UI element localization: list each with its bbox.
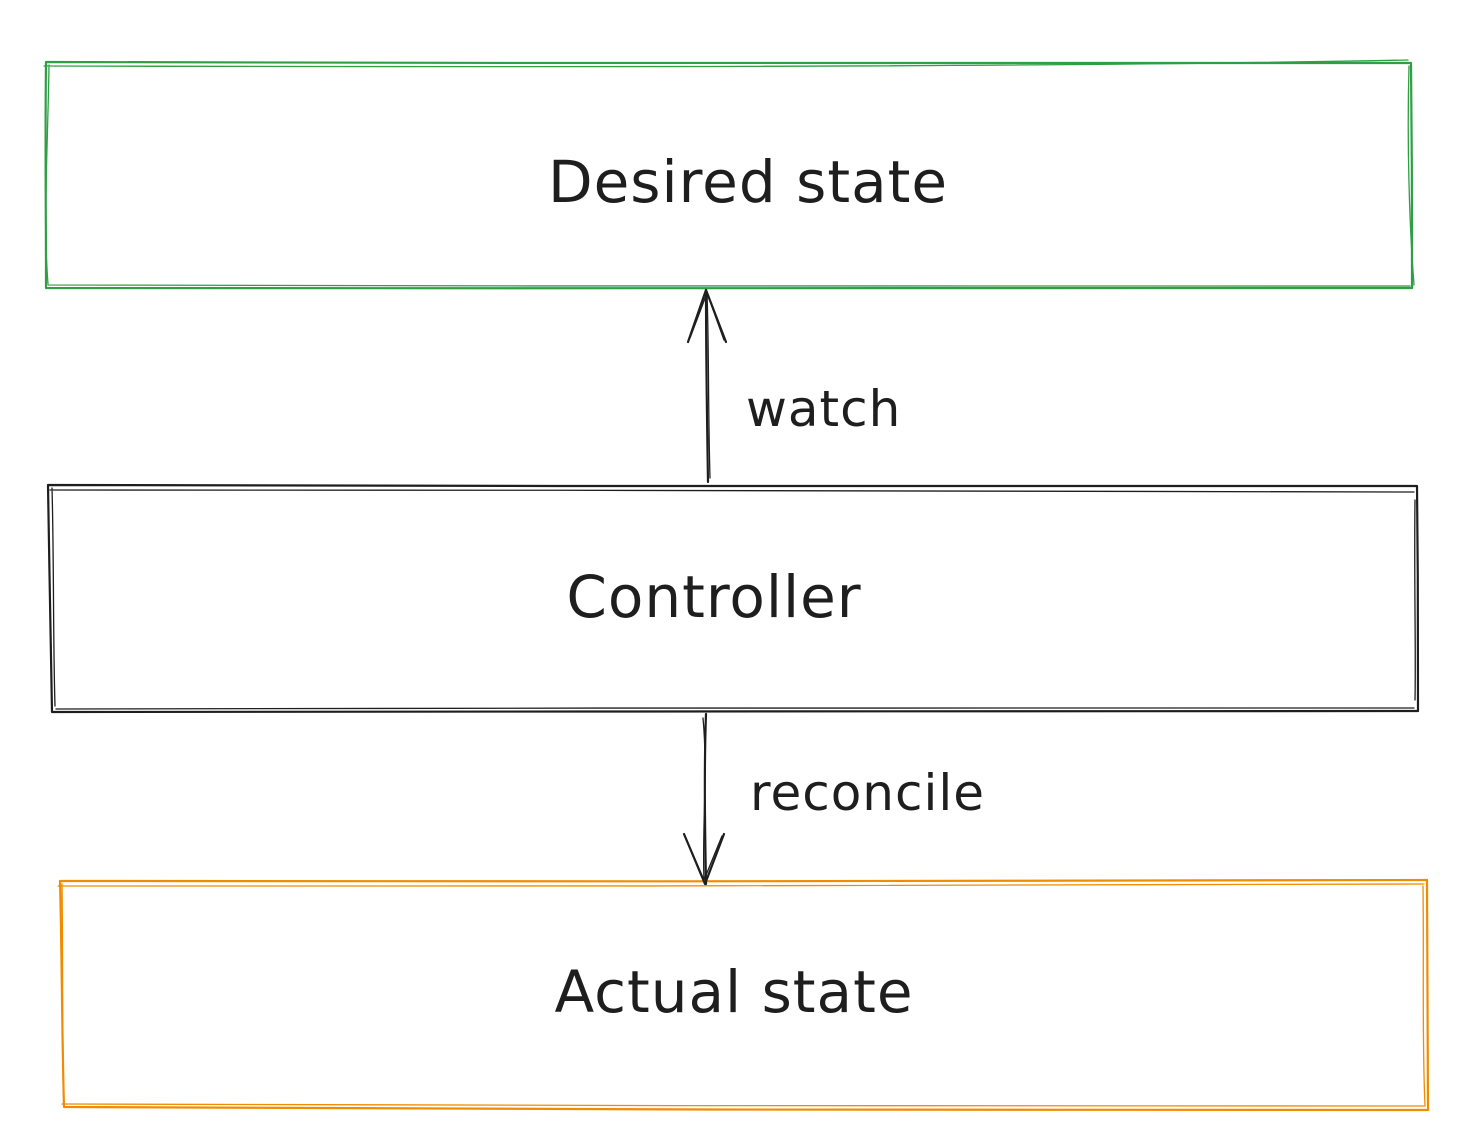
reconcile-arrowhead-sketch: [685, 835, 723, 881]
watch-arrowhead-sketch: [689, 292, 725, 341]
controller-box[interactable]: Controller: [46, 483, 1420, 714]
controller-border-sketch: [49, 487, 1416, 710]
reconcile-arrow[interactable]: reconcile: [682, 712, 985, 886]
reconcile-arrow-shaft-sketch: [702, 717, 706, 881]
desired-state-border: [44, 60, 1414, 290]
controller-label: Controller: [566, 563, 861, 631]
desired-state-border-sketch: [43, 59, 1415, 287]
watch-label: watch: [746, 380, 901, 438]
watch-arrow-shaft: [704, 288, 710, 484]
actual-state-border: [58, 878, 1430, 1112]
controller-border: [46, 483, 1420, 714]
watch-arrow-shaft-sketch: [706, 292, 711, 479]
reconcile-label: reconcile: [750, 764, 985, 822]
watch-arrow[interactable]: watch: [686, 288, 901, 484]
desired-state-box[interactable]: Desired state: [43, 59, 1415, 290]
watch-arrowhead-icon: [686, 288, 728, 344]
desired-state-label: Desired state: [548, 148, 948, 216]
actual-state-box[interactable]: Actual state: [57, 878, 1430, 1112]
actual-state-border-sketch: [57, 883, 1426, 1107]
actual-state-label: Actual state: [554, 958, 913, 1026]
